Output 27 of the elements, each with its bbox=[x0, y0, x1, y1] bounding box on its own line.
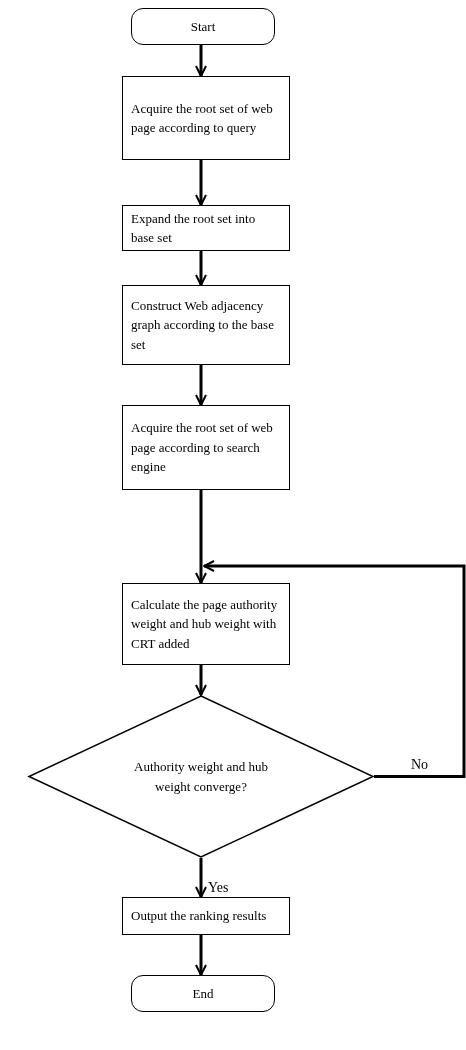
decision-diamond bbox=[28, 695, 374, 858]
node-text: Construct Web adjacency graph according to the base set bbox=[131, 296, 275, 354]
process-box bbox=[122, 205, 290, 251]
arrow bbox=[195, 858, 207, 898]
arrow bbox=[195, 490, 207, 584]
process-box bbox=[122, 583, 290, 665]
process-box bbox=[122, 897, 290, 935]
terminal-box bbox=[131, 8, 275, 45]
node-text: Acquire the root set of web page according to search engine bbox=[131, 419, 274, 477]
arrow bbox=[195, 45, 207, 77]
node-text: Output the ranking results bbox=[131, 907, 267, 926]
arrow bbox=[195, 251, 207, 286]
process-box bbox=[122, 285, 290, 365]
node-text: Authority weight and hub weight converge? bbox=[133, 758, 269, 796]
arrow bbox=[195, 665, 207, 696]
node-text: Acquire the root set of web page according to query bbox=[131, 99, 274, 137]
process-box bbox=[122, 76, 290, 160]
arrow bbox=[203, 560, 466, 778]
arrow bbox=[195, 365, 207, 406]
node-text: Expand the root set into base set bbox=[131, 209, 257, 247]
arrow bbox=[195, 935, 207, 976]
arrow bbox=[195, 160, 207, 206]
node-text: Start bbox=[190, 17, 216, 36]
process-box bbox=[122, 405, 290, 490]
terminal-box bbox=[131, 975, 275, 1012]
node-text: Calculate the page authority weight and hub weight with CRT added bbox=[131, 595, 279, 653]
node-text: End bbox=[192, 984, 214, 1003]
